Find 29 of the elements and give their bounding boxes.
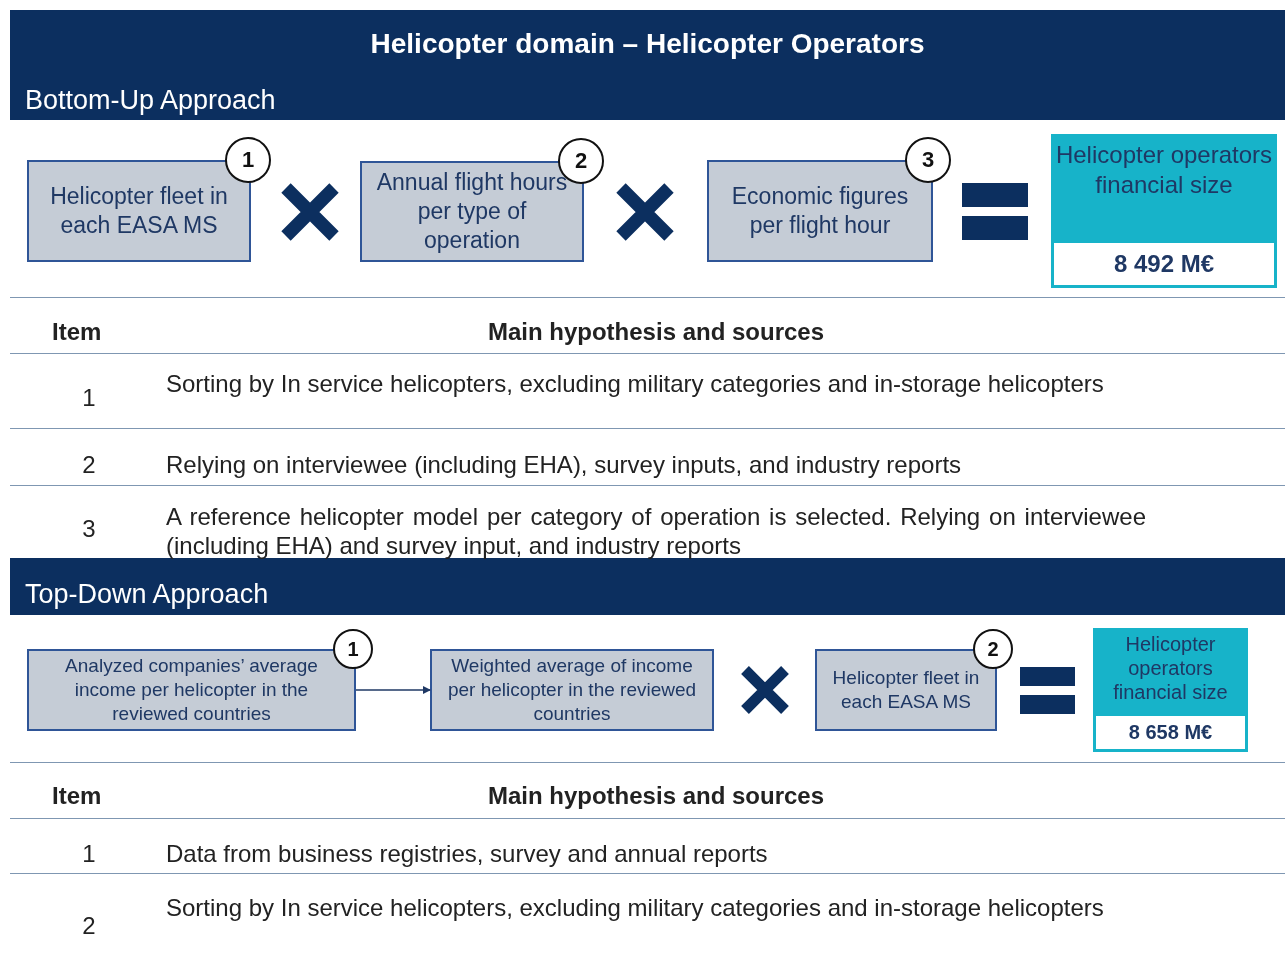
column-header: Item	[52, 782, 103, 811]
step-number: 3	[905, 137, 951, 183]
step-number: 1	[225, 137, 271, 183]
item-number: 2	[81, 912, 97, 941]
value-box: 8 658 M€	[1093, 713, 1248, 752]
table-text: Data from business registries, survey and annual reports	[166, 840, 769, 869]
value-box: 8 492 M€	[1051, 240, 1277, 288]
table-text: Relying on interviewee (including EHA), survey inputs, and industry reports	[166, 451, 963, 480]
section-heading: Top-Down Approach	[25, 578, 270, 611]
process-box: Weighted average of income per helicopter in the reviewed countries	[430, 649, 714, 731]
step-number: 2	[973, 629, 1013, 669]
table-text: Sorting by In service helicopters, excluding military categories and in-storage helicopters	[166, 894, 1105, 923]
column-header: Main hypothesis and sources	[486, 318, 826, 347]
result-box	[1093, 628, 1248, 752]
step-number: 1	[333, 629, 373, 669]
arrow	[355, 686, 431, 694]
column-header: Main hypothesis and sources	[486, 782, 826, 811]
item-number: 3	[81, 515, 97, 544]
column-header: Item	[52, 318, 103, 347]
diagram-title: Helicopter domain – Helicopter Operators	[369, 28, 926, 60]
table-text: A reference helicopter model per category of operation is selected. Relying on interviewee (including EHA) and survey input, and industry reports	[166, 503, 1146, 561]
item-number: 1	[81, 384, 97, 413]
item-number: 2	[81, 451, 97, 480]
item-number: 1	[81, 840, 97, 869]
result-box	[1051, 134, 1277, 288]
result-label: Helicopter operators financial size	[1055, 140, 1273, 200]
section-heading: Bottom-Up Approach	[25, 84, 277, 117]
result-label: Helicopter operators financial size	[1112, 632, 1229, 704]
table-text: Sorting by In service helicopters, excluding military categories and in-storage helicopters	[166, 370, 1105, 399]
